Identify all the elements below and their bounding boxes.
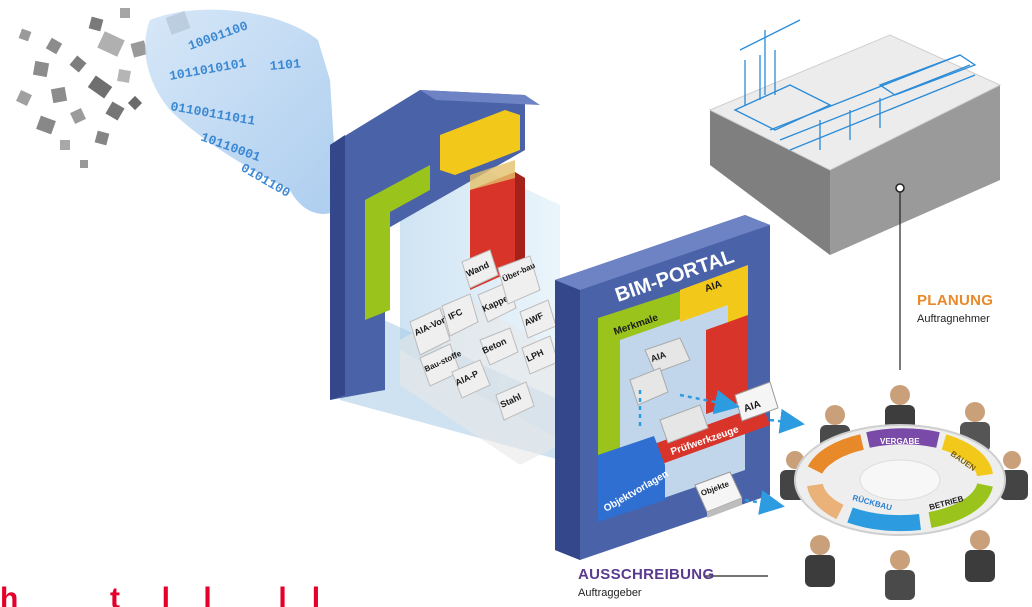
binary-funnel: 10001100 1011010101 01100111011 10110001… [145,9,338,214]
front-frame [555,215,779,560]
flow-arrows [638,389,805,515]
round-table: PLANUNG VERGABE BAUEN BETRIEB RÜCKBAU [780,385,1028,600]
back-frame [330,90,540,400]
cropped-bottom-text: h t l l l l [0,584,321,607]
tile-lph: LPH [521,335,559,375]
ausschreibung-title: AUSSCHREIBUNG [578,566,715,583]
tile-ifc: IFC [441,293,479,337]
planung-subtitle: Auftragnehmer [917,313,990,325]
tile-beton: Beton [479,327,519,366]
tile-ueberbau: Über-bau [497,255,541,305]
tile-stahl: Stahl [495,381,535,421]
tile-aia-p: AIA-P [451,359,491,399]
svg-text:1101: 1101 [269,56,302,74]
portal-out-aia-label: AIA [742,399,762,415]
tile-awf: AWF [519,299,557,339]
portal-inner-aia-label: AIA [649,349,667,364]
construction-site-illustration [708,19,1002,255]
planung-title: PLANUNG [917,292,994,309]
portal-top-bar-label: AIA [703,279,723,295]
planung-connector-dot [895,183,905,193]
tile-wand: Wand [461,249,499,289]
objekte-box: Objekte [694,471,743,518]
ausschreibung-subtitle: Auftraggeber [578,587,642,599]
cycle-vergabe: VERGABE [880,437,920,446]
